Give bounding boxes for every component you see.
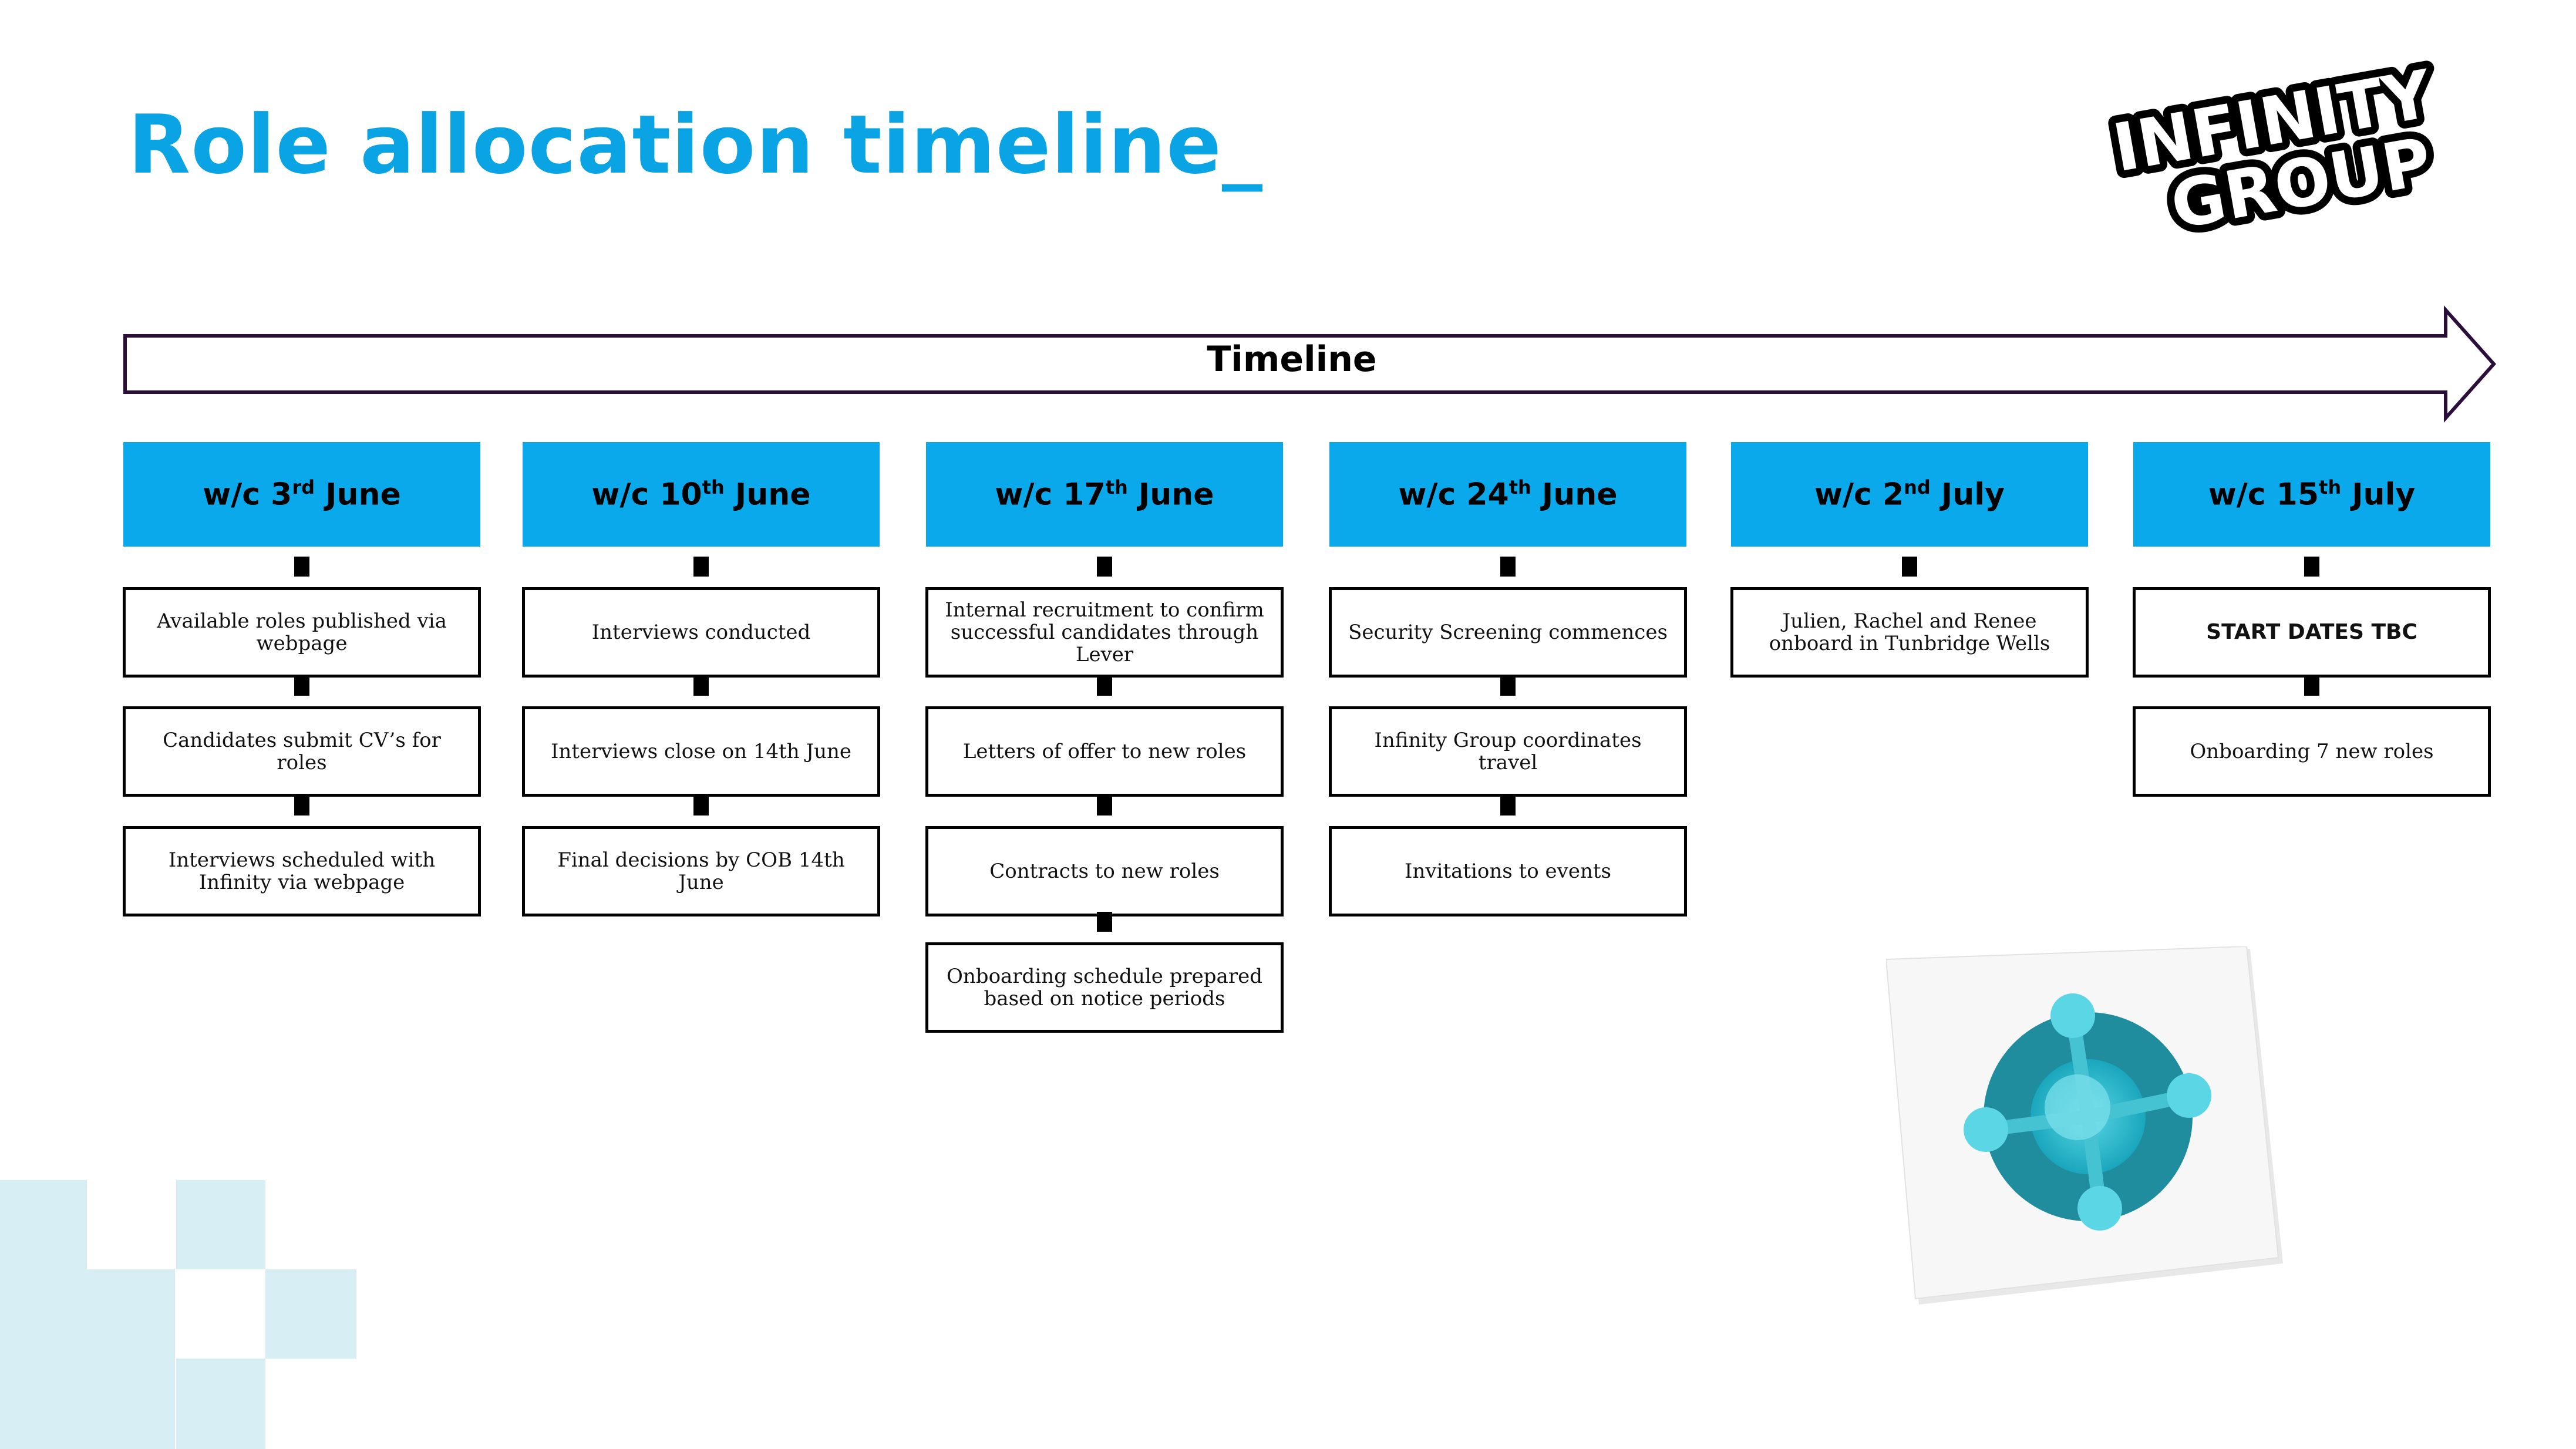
connector — [2304, 557, 2319, 577]
week-label-month: June — [1127, 477, 1214, 513]
connector — [294, 557, 309, 577]
week-label-ordinal: th — [702, 476, 725, 499]
week-label-month: July — [1930, 477, 2005, 513]
timeline-task-box: Available roles published via webpage — [123, 587, 481, 678]
connector — [1902, 557, 1917, 577]
task-text: Invitations to events — [1405, 860, 1611, 883]
week-label-ordinal: nd — [1904, 476, 1931, 499]
timeline-task-box: Interviews scheduled with Infinity via w… — [123, 826, 481, 916]
decor-block — [176, 1359, 265, 1449]
timeline-task-box: Internal recruitment to confirm successf… — [925, 587, 1284, 678]
connector — [1500, 796, 1516, 816]
timeline-task-box: Infinity Group coordinates travel — [1329, 706, 1687, 797]
timeline-task-box: Candidates submit CV’s for roles — [123, 706, 481, 797]
week-label-prefix: w/c 15 — [2208, 477, 2319, 513]
task-text: Security Screening commences — [1348, 621, 1668, 644]
task-text: Contracts to new roles — [989, 860, 1220, 883]
timeline-task-box: Contracts to new roles — [925, 826, 1284, 916]
week-label: w/c 2nd July — [1814, 476, 2005, 512]
week-label-prefix: w/c 3 — [203, 477, 292, 513]
decor-block — [176, 1180, 265, 1269]
week-label: w/c 24th June — [1398, 476, 1617, 512]
connector — [1500, 676, 1516, 696]
connector — [693, 557, 709, 577]
infinity-group-logo: INFINITY INFINITY GROUP GROUP — [2102, 59, 2446, 252]
connector — [294, 796, 309, 816]
connector — [1097, 796, 1112, 816]
timeline-label: Timeline — [1207, 339, 1377, 380]
timeline-task-box: Letters of offer to new roles — [925, 706, 1284, 797]
timeline-task-box: Onboarding schedule prepared based on no… — [925, 942, 1284, 1033]
week-label: w/c 15th July — [2208, 476, 2416, 512]
task-text: Internal recruitment to confirm successf… — [945, 598, 1264, 666]
timeline-task-box: START DATES TBC — [2133, 587, 2491, 678]
timeline-task-box: Invitations to events — [1329, 826, 1687, 916]
week-label-prefix: w/c 2 — [1814, 477, 1904, 513]
task-text: Interviews close on 14th June — [550, 740, 852, 763]
timeline-task-box: Interviews close on 14th June — [522, 706, 880, 797]
timeline-task-box: Final decisions by COB 14th June — [522, 826, 880, 916]
decor-block — [0, 1180, 87, 1449]
week-header: w/c 2nd July — [1731, 442, 2088, 547]
decor-block — [87, 1269, 175, 1449]
task-text: Interviews conducted — [591, 621, 811, 644]
task-text: START DATES TBC — [2206, 620, 2417, 644]
week-label-ordinal: th — [1105, 476, 1128, 499]
timeline-task-box: Julien, Rachel and Renee onboard in Tunb… — [1730, 587, 2089, 678]
week-header: w/c 3rd June — [123, 442, 480, 547]
connector — [2304, 676, 2319, 696]
week-label-ordinal: th — [1508, 476, 1531, 499]
task-text: Final decisions by COB 14th June — [557, 848, 845, 894]
decor-block — [265, 1269, 356, 1359]
task-text: Candidates submit CV’s for roles — [163, 729, 441, 774]
connector — [1097, 676, 1112, 696]
week-label: w/c 17th June — [995, 476, 1214, 512]
timeline-task-box: Security Screening commences — [1329, 587, 1687, 678]
week-label: w/c 3rd June — [203, 476, 401, 512]
dynamics-business-central-icon — [1886, 946, 2283, 1305]
task-text: Interviews scheduled with Infinity via w… — [168, 848, 436, 894]
week-header: w/c 10th June — [523, 442, 880, 547]
week-label-prefix: w/c 17 — [995, 477, 1106, 513]
connector — [1097, 912, 1112, 932]
connector — [1097, 557, 1112, 577]
task-text: Letters of offer to new roles — [962, 740, 1247, 763]
timeline-task-box: Interviews conducted — [522, 587, 880, 678]
connector — [1500, 557, 1516, 577]
week-label-month: July — [2341, 477, 2416, 513]
task-text: Available roles published via webpage — [157, 609, 447, 655]
week-label-month: June — [1531, 477, 1618, 513]
task-text: Onboarding 7 new roles — [2190, 740, 2434, 763]
week-header: w/c 15th July — [2133, 442, 2490, 547]
week-label: w/c 10th June — [591, 476, 810, 512]
week-label-prefix: w/c 24 — [1398, 477, 1509, 513]
page-title: Role allocation timeline_ — [128, 97, 1263, 192]
timeline-arrow — [123, 305, 2497, 423]
week-header: w/c 24th June — [1329, 442, 1686, 547]
week-label-month: June — [315, 477, 401, 513]
timeline-task-box: Onboarding 7 new roles — [2133, 706, 2491, 797]
connector — [294, 676, 309, 696]
week-label-prefix: w/c 10 — [591, 477, 702, 513]
task-text: Onboarding schedule prepared based on no… — [947, 965, 1262, 1010]
task-text: Infinity Group coordinates travel — [1374, 729, 1642, 774]
week-label-month: June — [724, 477, 811, 513]
connector — [693, 676, 709, 696]
task-text: Julien, Rachel and Renee onboard in Tunb… — [1769, 609, 2050, 655]
week-label-ordinal: th — [2319, 476, 2342, 499]
week-header: w/c 17th June — [926, 442, 1283, 547]
week-label-ordinal: rd — [292, 476, 315, 499]
connector — [693, 796, 709, 816]
